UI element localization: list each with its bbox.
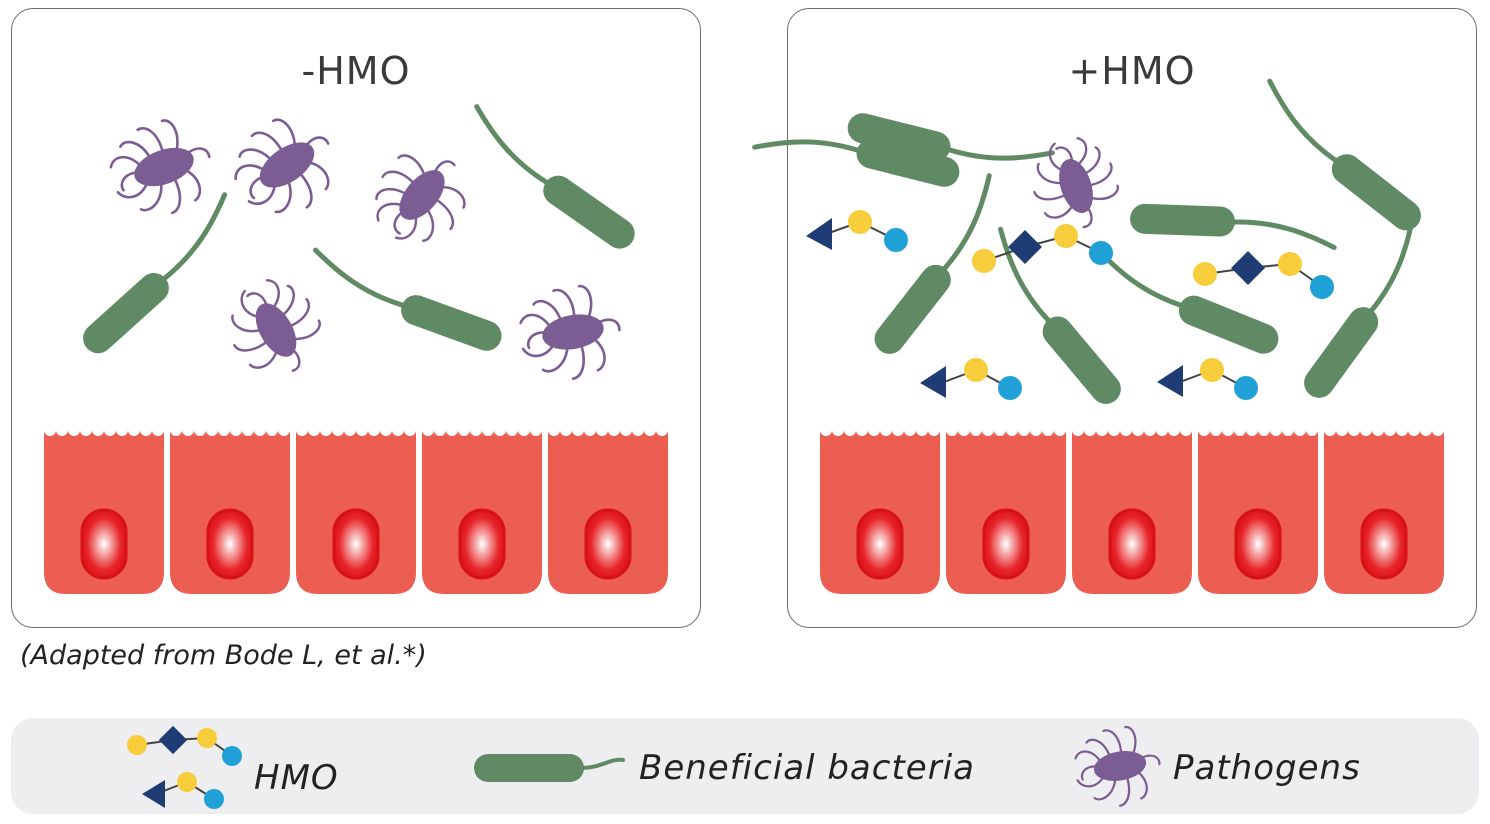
hmo-molecule-icon bbox=[127, 725, 242, 809]
epithelial-cell-icon bbox=[1322, 428, 1446, 596]
right-epithelium bbox=[818, 428, 1446, 596]
pathogen-icon bbox=[1020, 128, 1128, 240]
pathogen-icon bbox=[98, 108, 225, 230]
pathogen-icon bbox=[1068, 721, 1167, 814]
epithelial-cell-icon bbox=[546, 428, 670, 596]
epithelial-cell-icon bbox=[420, 428, 544, 596]
beneficial-bacterium-icon bbox=[1129, 203, 1335, 247]
beneficial-bacterium-icon bbox=[863, 176, 1018, 360]
beneficial-bacterium-icon bbox=[303, 250, 508, 355]
legend-icons bbox=[127, 721, 1167, 814]
hmo-molecule-icon bbox=[1193, 251, 1334, 299]
right-hmo-molecules bbox=[806, 210, 1334, 400]
hmo-molecule-icon bbox=[806, 210, 908, 252]
pathogen-icon bbox=[512, 279, 628, 388]
epithelial-cell-icon bbox=[1070, 428, 1194, 596]
epithelial-cell-icon bbox=[294, 428, 418, 596]
hmo-molecule-icon bbox=[920, 358, 1022, 400]
pathogen-icon bbox=[217, 100, 353, 234]
pathogen-icon bbox=[356, 133, 485, 263]
epithelial-cell-icon bbox=[944, 428, 1068, 596]
beneficial-bacterium-icon bbox=[1247, 81, 1431, 236]
left-epithelium bbox=[42, 428, 670, 596]
beneficial-bacterium-icon bbox=[1292, 216, 1442, 404]
epithelial-cell-icon bbox=[42, 428, 166, 596]
epithelial-cell-icon bbox=[168, 428, 292, 596]
panel-title-with-hmo: +HMO bbox=[1068, 49, 1196, 93]
left-pathogens bbox=[98, 100, 628, 392]
source-caption: (Adapted from Bode L, et al.*) bbox=[20, 640, 427, 671]
epithelial-cell-icon bbox=[1196, 428, 1320, 596]
legend-label-hmo: HMO bbox=[254, 758, 339, 798]
hmo-molecule-icon bbox=[972, 224, 1113, 273]
hmo-molecule-icon bbox=[1157, 358, 1258, 400]
beneficial-bacterium-icon bbox=[72, 195, 249, 360]
panel-title-without-hmo: -HMO bbox=[301, 49, 411, 93]
pathogen-icon bbox=[212, 264, 336, 392]
legend: HMO Beneficial bacteria Pathogens bbox=[11, 718, 1479, 814]
legend-label-beneficial-bacteria: Beneficial bacteria bbox=[639, 748, 975, 788]
legend-label-pathogens: Pathogens bbox=[1173, 748, 1361, 788]
beneficial-bacterium-icon bbox=[455, 107, 644, 255]
epithelial-cell-icon bbox=[818, 428, 942, 596]
beneficial-bacterium-icon bbox=[474, 754, 625, 782]
